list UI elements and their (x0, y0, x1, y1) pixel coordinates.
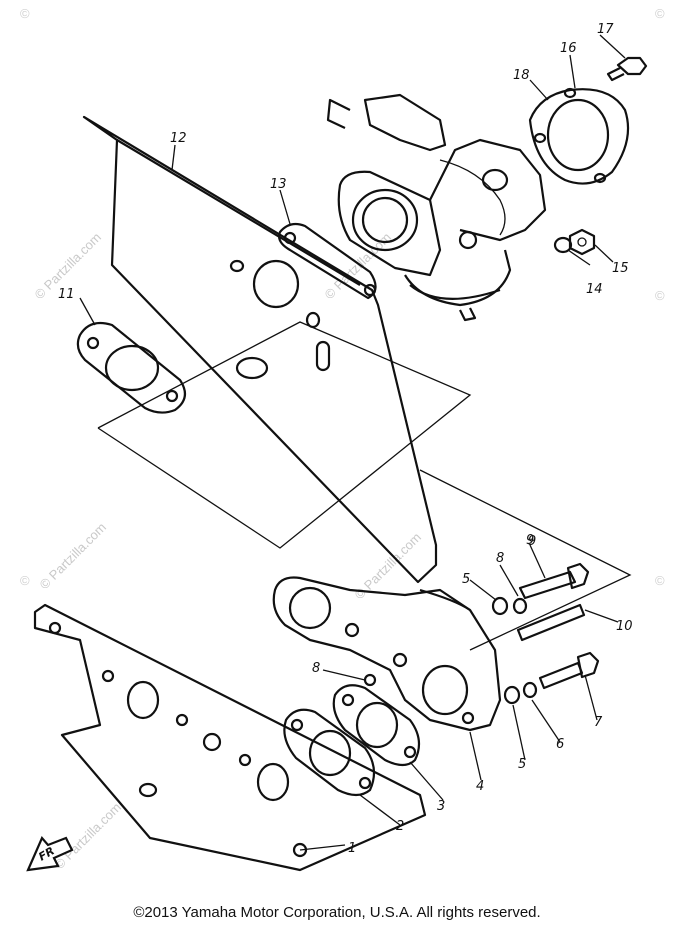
copyright-notice: ©2013 Yamaha Motor Corporation, U.S.A. A… (133, 904, 541, 921)
bolt-17 (606, 56, 648, 82)
callout-2: 2 (396, 819, 404, 834)
watermark: © Partzilla.com (37, 520, 110, 593)
gasket-11 (76, 321, 187, 414)
callout-1: 1 (348, 841, 356, 856)
washer-8 (363, 673, 377, 687)
callout-15: 15 (612, 261, 629, 276)
callout-9: 9 (528, 534, 536, 549)
gasket-3 (332, 684, 421, 767)
corner-mark: © (655, 573, 665, 588)
corner-mark: © (20, 6, 30, 21)
leader-lines (79, 34, 626, 851)
callout-12: 12 (170, 131, 187, 146)
assembly-outline (419, 469, 632, 651)
callout-8: 8 (312, 661, 320, 676)
callout-7: 7 (594, 715, 603, 730)
carburetor (326, 93, 547, 322)
callout-6: 6 (556, 737, 564, 752)
washer-6-lower (522, 681, 538, 699)
washer-5 (491, 596, 509, 616)
callout-8: 8 (496, 551, 504, 566)
callout-14: 14 (586, 282, 603, 297)
washer-6 (512, 597, 528, 615)
bolt-9 (518, 562, 590, 600)
callout-4: 4 (476, 779, 484, 794)
heat-shield-plate (82, 115, 438, 584)
callout-3: 3 (437, 799, 445, 814)
corner-mark: © (655, 6, 665, 21)
callout-10: 10 (616, 619, 633, 634)
assembly-outline (97, 321, 472, 549)
corner-mark: © (655, 288, 665, 303)
nut-15-hole (577, 237, 587, 247)
insulator-ring (235, 356, 269, 380)
front-arrow-icon: FR (26, 835, 74, 872)
stud-10 (516, 603, 586, 642)
callout-5: 5 (518, 757, 526, 772)
nut-15 (568, 228, 596, 256)
callout-5: 5 (462, 572, 470, 587)
intake-manifold-4 (272, 576, 502, 732)
bolt-7 (538, 651, 600, 690)
adapter-18 (528, 87, 630, 185)
callout-16: 16 (560, 41, 577, 56)
base-plate-1 (33, 603, 427, 872)
parts-diagram: © Partzilla.com © Partzilla.com © Partzi… (20, 6, 665, 873)
callout-18: 18 (513, 68, 530, 83)
callout-11: 11 (58, 287, 75, 302)
washer-5-lower (503, 685, 521, 705)
watermark: © Partzilla.com (52, 800, 125, 873)
gasket-13 (278, 222, 377, 300)
gasket-2 (283, 708, 376, 797)
callout-9: 9 (526, 533, 534, 548)
callout-13: 13 (270, 177, 287, 192)
callout-17: 17 (597, 22, 614, 37)
corner-mark: © (20, 573, 30, 588)
